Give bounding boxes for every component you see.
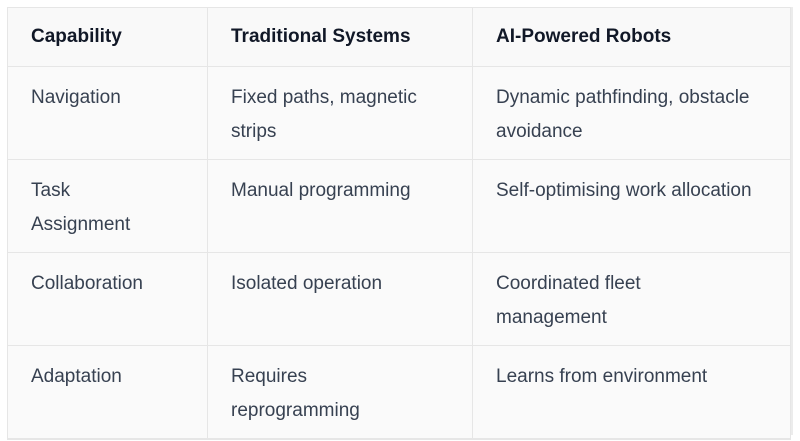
capability-cell: Adaptation (7, 345, 208, 440)
traditional-cell: Requires reprogramming (207, 345, 473, 440)
capability-cell: Collaboration (7, 252, 208, 346)
ai-cell: Self-optimising work allocation (472, 159, 791, 253)
column-header-capability: Capability (7, 7, 208, 67)
ai-cell: Coordinated fleet management (472, 252, 791, 346)
traditional-cell: Manual programming (207, 159, 473, 253)
capability-cell: Navigation (7, 66, 208, 160)
traditional-cell: Fixed paths, magnetic strips (207, 66, 473, 160)
column-header-ai-powered-robots: AI-Powered Robots (472, 7, 791, 67)
comparison-table-container: Capability Traditional Systems AI-Powere… (7, 7, 793, 440)
comparison-table: Capability Traditional Systems AI-Powere… (7, 7, 791, 440)
table-header-row: Capability Traditional Systems AI-Powere… (7, 7, 791, 67)
table-row: Collaboration Isolated operation Coordin… (7, 252, 791, 346)
ai-cell: Dynamic pathfinding, obstacle avoidance (472, 66, 791, 160)
table-row: Task Assignment Manual programming Self-… (7, 159, 791, 253)
ai-cell: Learns from environment (472, 345, 791, 440)
column-header-traditional-systems: Traditional Systems (207, 7, 473, 67)
table-row: Adaptation Requires reprogramming Learns… (7, 345, 791, 440)
capability-cell: Task Assignment (7, 159, 208, 253)
traditional-cell: Isolated operation (207, 252, 473, 346)
table-row: Navigation Fixed paths, magnetic strips … (7, 66, 791, 160)
